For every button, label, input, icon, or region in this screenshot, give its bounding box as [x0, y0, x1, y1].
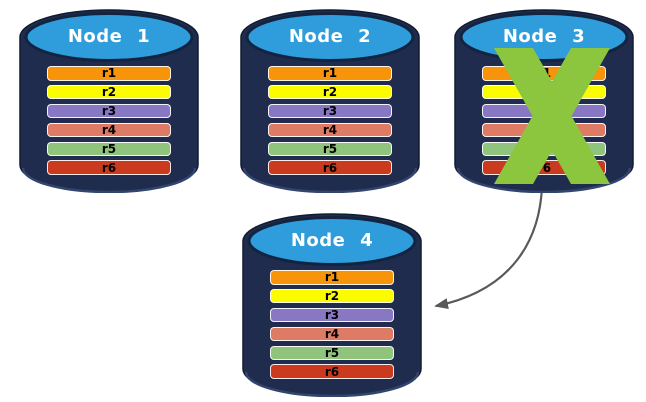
node-title: Node 1: [67, 26, 151, 47]
node-title: Node 3: [502, 26, 586, 47]
replica-row-r4: r4: [270, 326, 394, 342]
replica-row-r4: r4: [268, 122, 392, 138]
replica-row-r1: r1: [47, 66, 171, 81]
replica-row-list: r1 r2 r3 r4 r5 r6: [47, 66, 171, 175]
replica-row-r2: r2: [47, 84, 171, 100]
replica-row-r5: r5: [270, 345, 394, 361]
replica-row-r4: r4: [47, 122, 171, 138]
replica-row-r3: r3: [268, 103, 392, 119]
replica-row-r5: r5: [268, 141, 392, 157]
replica-row-r3: r3: [270, 307, 394, 323]
replica-row-r2: r2: [268, 84, 392, 100]
node-title: Node 2: [288, 26, 372, 47]
replica-row-list: r1 r2 r3 r4 r5 r6: [268, 66, 392, 175]
replica-row-r1: r1: [268, 66, 392, 81]
replica-row-r1: r1: [270, 270, 394, 285]
replica-row-r6: r6: [47, 160, 171, 175]
database-node-node-1: Node 1 r1 r2 r3 r4 r5 r6: [19, 8, 199, 193]
replica-row-r5: r5: [47, 141, 171, 157]
node-title: Node 4: [290, 230, 374, 251]
database-node-node-2: Node 2 r1 r2 r3 r4 r5 r6: [240, 8, 420, 193]
failure-x-icon: [494, 48, 610, 184]
database-node-node-4: Node 4 r1 r2 r3 r4 r5 r6: [242, 212, 422, 397]
replica-row-r2: r2: [270, 288, 394, 304]
replica-row-r6: r6: [270, 364, 394, 379]
replica-row-r3: r3: [47, 103, 171, 119]
replica-row-list: r1 r2 r3 r4 r5 r6: [270, 270, 394, 379]
replica-row-r6: r6: [268, 160, 392, 175]
